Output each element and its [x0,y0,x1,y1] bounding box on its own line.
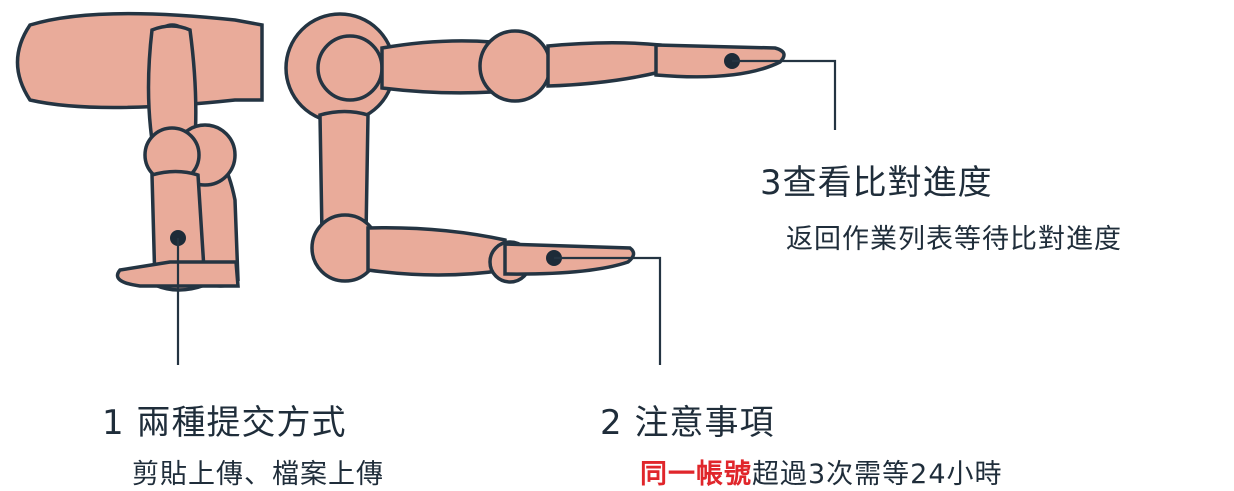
callout-1-title: 1 兩種提交方式 [102,403,347,443]
callout-2-title: 2 注意事項 [600,403,775,443]
callout-2-description-line: 同一帳號超過3次需等24小時 [640,452,1003,491]
callout-2-highlight: 同一帳號 [640,459,752,490]
mannequin-torso [15,11,264,110]
mannequin-upper-arm [380,39,494,95]
mannequin-hand-upper [654,43,786,79]
callout-1-description: 剪貼上傳、檔案上傳 [132,459,384,490]
callout-2-leader [546,250,662,365]
callout-2-description: 超過3次需等24小時 [752,459,1003,490]
mannequin-lower-forearm [366,226,507,277]
callout-3-leader [724,53,837,130]
callout-3-description: 返回作業列表等待比對進度 [786,224,1122,255]
mannequin-elbow-joint [478,29,552,103]
mannequin-shoulder-joint [316,34,384,102]
mannequin-forearm [546,40,662,88]
callout-3-title: 3查看比對進度 [760,163,993,203]
callout-1-leader [170,230,186,365]
